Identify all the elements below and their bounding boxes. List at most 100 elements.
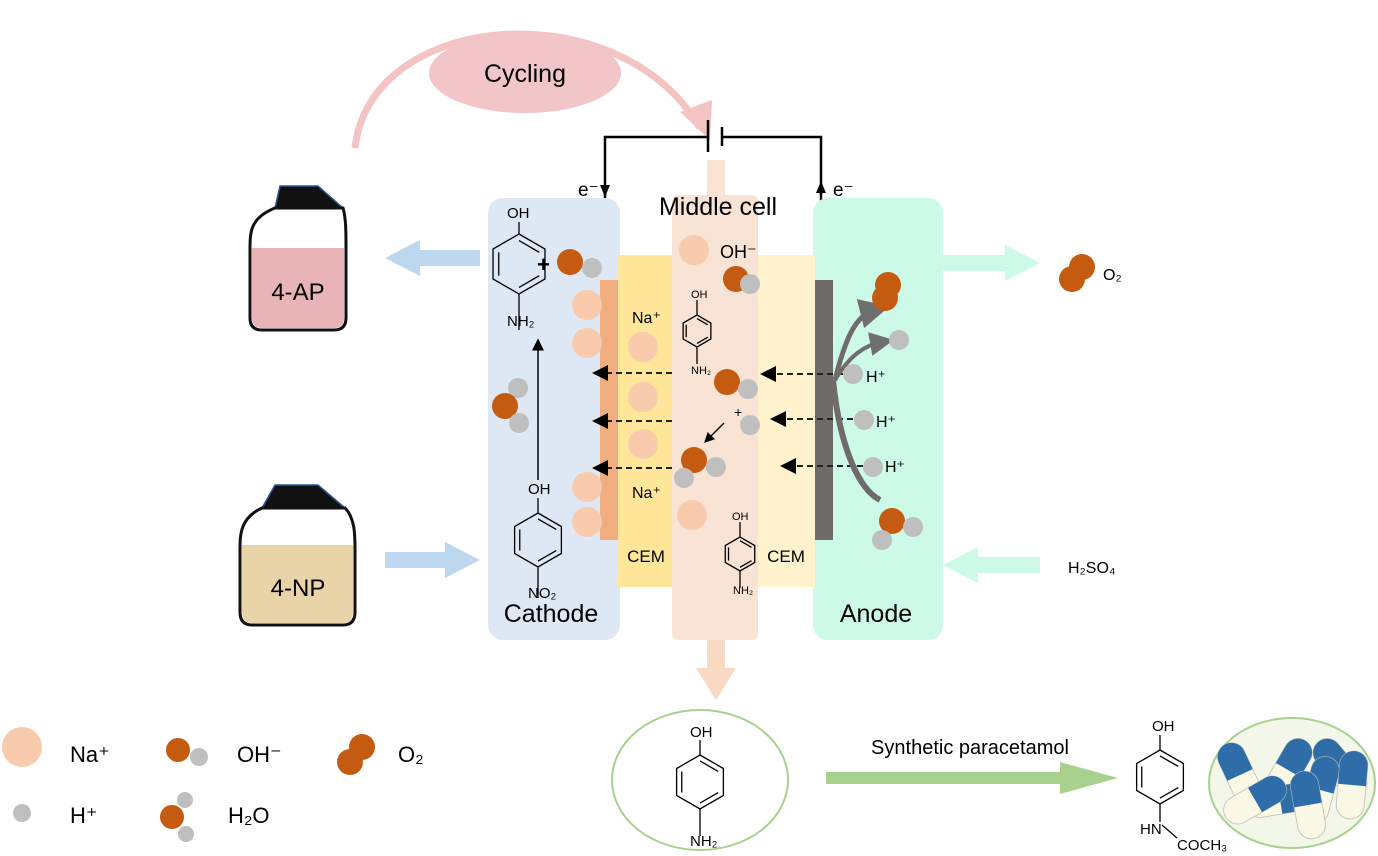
legend-h2o-label: H₂O (228, 803, 270, 828)
anode-electrode (815, 280, 833, 540)
feed-in-arrow (385, 542, 480, 578)
cathode-4np-no2: NO₂ (528, 585, 557, 602)
o2-out-arrow (943, 245, 1040, 281)
oxygen-atom (492, 393, 518, 419)
hydrogen-atom (903, 517, 923, 537)
product-4ap-nh2: NH₂ (690, 833, 718, 850)
synthesis-arrow (826, 762, 1118, 794)
amide-bond (1161, 824, 1178, 839)
anode-label: Anode (840, 600, 912, 628)
middle-4ap2-oh: OH (732, 511, 749, 523)
hydrogen-atom (872, 530, 892, 550)
sodium-ion (628, 382, 658, 412)
sodium-ion (628, 429, 658, 459)
legend-h2o-icon (177, 792, 193, 808)
benzene-ring (682, 300, 712, 364)
legend-h2o-icon (160, 805, 184, 829)
cathode-electrode (600, 280, 618, 540)
middle-4ap-nh2: NH₂ (691, 365, 711, 377)
pills-illustration (1208, 717, 1376, 849)
legend: Na⁺ OH⁻ O₂ H⁺ H₂O (2, 727, 424, 842)
benzene-ring (1135, 735, 1185, 822)
middle-inlet-tube (707, 160, 725, 205)
h-label-2: H⁺ (876, 414, 896, 431)
benzene-ring (513, 498, 563, 598)
hydrogen-atom (854, 410, 874, 430)
benzene-ring (724, 522, 756, 588)
oxygen-atom (875, 272, 901, 298)
oxygen-atom (714, 369, 740, 395)
oh-label-middle: OH⁻ (720, 242, 757, 262)
hydrogen-atom (843, 364, 863, 384)
cathode-4np-oh: OH (528, 481, 551, 498)
sodium-ion (572, 290, 602, 320)
o2-label: O₂ (1103, 267, 1122, 284)
jar-lid (260, 484, 348, 509)
cathode-4ap-oh: OH (507, 205, 530, 222)
cycling-label: Cycling (484, 60, 566, 88)
hydrogen-atom (508, 378, 528, 398)
h-label-1: H⁺ (866, 369, 886, 386)
middle-4ap-oh: OH (691, 289, 708, 301)
cem-right (757, 255, 815, 587)
plus-label-middle: + (734, 404, 742, 420)
oxygen-atom (879, 508, 905, 534)
benzene-ring (675, 740, 725, 836)
hydrogen-atom (738, 379, 758, 399)
hydrogen-atom (889, 330, 909, 350)
legend-h2o-icon (178, 826, 194, 842)
oxygen-atom (681, 447, 707, 473)
sodium-ion (628, 332, 658, 362)
electron-label-anode: e⁻ (833, 180, 854, 201)
paracetamol-coch3: COCH₃ (1177, 837, 1227, 854)
legend-o2-label: O₂ (398, 742, 424, 767)
product-out-arrow (385, 240, 480, 276)
legend-oh-icon (190, 748, 208, 766)
jar-4ap: 4-AP (248, 185, 348, 332)
cycling-bubble (429, 33, 621, 113)
jar-4ap-label: 4-AP (271, 279, 324, 306)
legend-o2-icon (337, 749, 363, 775)
hydrogen-atom (582, 258, 602, 278)
cem-left-label: CEM (627, 547, 665, 566)
jar-lid (274, 185, 345, 209)
paracetamol-hn: HN (1140, 821, 1162, 838)
sodium-ion (572, 507, 602, 537)
cathode-label: Cathode (504, 600, 599, 628)
sodium-ion (679, 235, 709, 265)
legend-na-icon (2, 727, 42, 767)
capsule (1223, 775, 1287, 825)
paracetamol-oh: OH (1152, 718, 1175, 735)
middle-outlet-arrow (696, 640, 736, 700)
legend-oh-label: OH⁻ (237, 742, 282, 767)
hydrogen-atom (509, 413, 529, 433)
sodium-ion (572, 328, 602, 358)
sodium-ion (677, 500, 707, 530)
oh-formation-arrow (704, 422, 725, 443)
na-label-top: Na⁺ (632, 310, 661, 327)
h2so4-label: H₂SO₄ (1068, 560, 1115, 577)
acid-in-arrow (943, 547, 1040, 583)
legend-na-label: Na⁺ (70, 742, 110, 767)
anode-reaction-arrows (830, 299, 894, 503)
legend-oh-icon (166, 738, 190, 762)
product-4ap-ellipse (611, 709, 789, 851)
hydrogen-atom (863, 457, 883, 477)
na-label-bottom: Na⁺ (632, 485, 661, 502)
plus-sign: + (537, 252, 550, 277)
cathode-4ap-nh2: NH₂ (507, 313, 535, 330)
hydrogen-atom (674, 468, 694, 488)
electron-label-cathode: e⁻ (578, 180, 599, 201)
cem-right-label: CEM (767, 547, 805, 566)
legend-h-label: H⁺ (70, 803, 98, 828)
electron-arrow-down (600, 185, 610, 197)
cycling-arrow-head (680, 100, 712, 140)
hydrogen-atom (706, 457, 726, 477)
jar-4np-label: 4-NP (271, 575, 326, 602)
o2-atom (1059, 266, 1085, 292)
middle-4ap2-nh2: NH₂ (733, 585, 753, 597)
sodium-ion (572, 472, 602, 502)
h-label-3: H⁺ (885, 459, 905, 476)
legend-h-icon (13, 804, 31, 822)
